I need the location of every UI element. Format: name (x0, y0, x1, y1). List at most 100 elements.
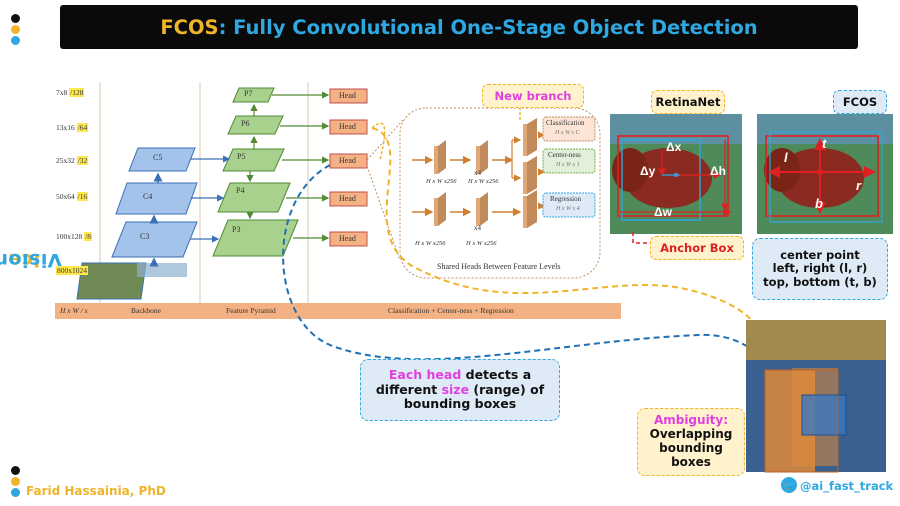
twitter-handle[interactable]: @ai_fast_track (800, 479, 894, 493)
pyramid-p4 (217, 182, 291, 213)
footer-bar (55, 303, 621, 319)
input-image (76, 262, 147, 300)
input-size: 800x1024 (56, 266, 88, 275)
tennis-image (746, 320, 886, 473)
stride-row-1: 13x16 /64 (56, 123, 89, 132)
stride-value-1: /64 (76, 123, 89, 132)
regression-box (542, 192, 596, 218)
callout-heads-part6: bounding boxes (403, 396, 517, 412)
delta-y-label: Δy (640, 164, 656, 178)
callout-heads-part4: size (441, 381, 470, 397)
stride-row-0: 7x8 /128 (56, 88, 85, 97)
retinanet-title: RetinaNet (651, 90, 725, 114)
title-bar: FCOS: Fully Convolutional One-Stage Obje… (60, 5, 858, 49)
stride-size-0: 7x8 (56, 88, 68, 97)
pyramid-label-p5: P5 (237, 152, 246, 161)
shared-dim-3: H x W x256 (415, 240, 446, 247)
centerness-box (542, 148, 596, 174)
fcos-letter-b: b (815, 196, 823, 211)
ambiguity-line3: boxes (671, 454, 711, 469)
decor-dot-blue (11, 36, 20, 45)
head-label-p4: Head (339, 194, 356, 203)
pyramid-p6 (227, 115, 284, 135)
stride-row-3: 50x64 /16 (56, 192, 89, 201)
classification-box (542, 116, 596, 142)
footer-pyramid: Feature Pyramid (226, 306, 276, 315)
head-label-p3: Head (339, 234, 356, 243)
lower-branch (412, 190, 546, 228)
ambiguity-line1: Overlapping (649, 427, 733, 442)
ambiguity-line2: bounding (659, 441, 723, 455)
delta-x-label: Δx (666, 140, 682, 154)
callout-heads-part1: Each head (388, 367, 462, 383)
retinanet-gt-box (617, 135, 729, 217)
decor-dot-black (11, 14, 20, 23)
head-label-p6: Head (339, 122, 356, 131)
fcos-desc-line3: top, bottom (t, b) (763, 274, 877, 289)
classification-label: Classification (546, 119, 585, 127)
head-box-p7 (329, 88, 368, 104)
anchor-box-label: Anchor Box (650, 236, 744, 260)
new-branch-label: New branch (482, 84, 584, 108)
stride-value-3: /16 (76, 192, 89, 201)
backbone-c4 (115, 182, 198, 215)
twitter-bird-icon[interactable]: 🐦 (781, 477, 797, 493)
delta-h-label: Δh (710, 164, 726, 178)
head-label-p5: Head (339, 156, 356, 165)
regression-label: Regression (550, 195, 582, 203)
retinanet-image (610, 114, 742, 244)
fcos-desc-line1: center point (780, 248, 860, 263)
fcos-description: center point left, right (l, r) top, bot… (752, 238, 888, 300)
callout-heads-part5: (range) of (469, 381, 545, 397)
decor-dot-yellow (11, 25, 20, 34)
delta-w-label: Δw (654, 205, 672, 219)
footer-dims: H x W / s (60, 306, 88, 315)
stride-value-4: /8 (84, 232, 92, 241)
backbone-label-c4: C4 (143, 192, 153, 201)
title-rest: : Fully Convolutional One-Stage Object D… (218, 15, 758, 39)
fcos-desc-line2: left, right (l, r) (772, 261, 868, 276)
stride-size-4: 100x128 (56, 232, 83, 241)
footer-heads: Classification + Center-ness + Regressio… (388, 306, 514, 315)
pyramid-p5 (222, 148, 285, 172)
stride-size-3: 50x64 (56, 192, 75, 201)
stride-value-0: /128 (69, 88, 85, 97)
footer-backbone: Backbone (131, 306, 161, 315)
shared-repeat-2: x4 (474, 224, 481, 232)
pyramid-p7 (232, 87, 275, 103)
author-name: Farid Hassainia, PhD (26, 484, 166, 498)
backbone-c5 (128, 147, 196, 172)
fcos-image (757, 114, 893, 234)
decor-dot-yellow-bottom (11, 477, 20, 486)
head-label-p7: Head (339, 91, 356, 100)
curve-heads-to-person (282, 164, 753, 361)
curve-heads-to-ambiguity (371, 127, 761, 331)
callout-ambiguity: Ambiguity: Overlapping bounding boxes (637, 408, 745, 476)
pyramid-label-p6: P6 (241, 119, 250, 128)
fcos-letter-l: l (784, 150, 788, 165)
decor-dot-blue-bottom (11, 488, 20, 497)
title-accent: FCOS (160, 15, 219, 39)
pyramid-label-p4: P4 (236, 186, 245, 195)
retinanet-anchor-box (621, 139, 701, 221)
head-box-p5 (329, 153, 368, 169)
shared-heads-caption: Shared Heads Between Feature Levels (437, 262, 561, 271)
backbone-label-c5: C5 (153, 153, 163, 162)
stride-size-1: 13x16 (56, 123, 75, 132)
callout-heads-part2: detects a (461, 367, 532, 383)
fcos-title: FCOS (833, 90, 887, 114)
shared-dim-1: H x W x256 (426, 178, 457, 185)
pyramid-label-p3: P3 (232, 225, 241, 234)
centerness-label: Center-ness (548, 151, 581, 159)
head-box-p6 (329, 119, 368, 135)
backbone-c3 (111, 221, 198, 258)
ambiguity-title: Ambiguity: (653, 413, 729, 428)
shared-repeat-1: x4 (474, 169, 481, 177)
fcos-letter-r: r (856, 178, 862, 193)
regression-dim: H x W x 4 (556, 206, 580, 212)
fcos-letter-t: t (822, 136, 827, 151)
head-box-p3 (329, 231, 368, 247)
shared-dim-2: H x W x256 (468, 178, 499, 185)
pyramid-label-p7: P7 (244, 89, 253, 98)
